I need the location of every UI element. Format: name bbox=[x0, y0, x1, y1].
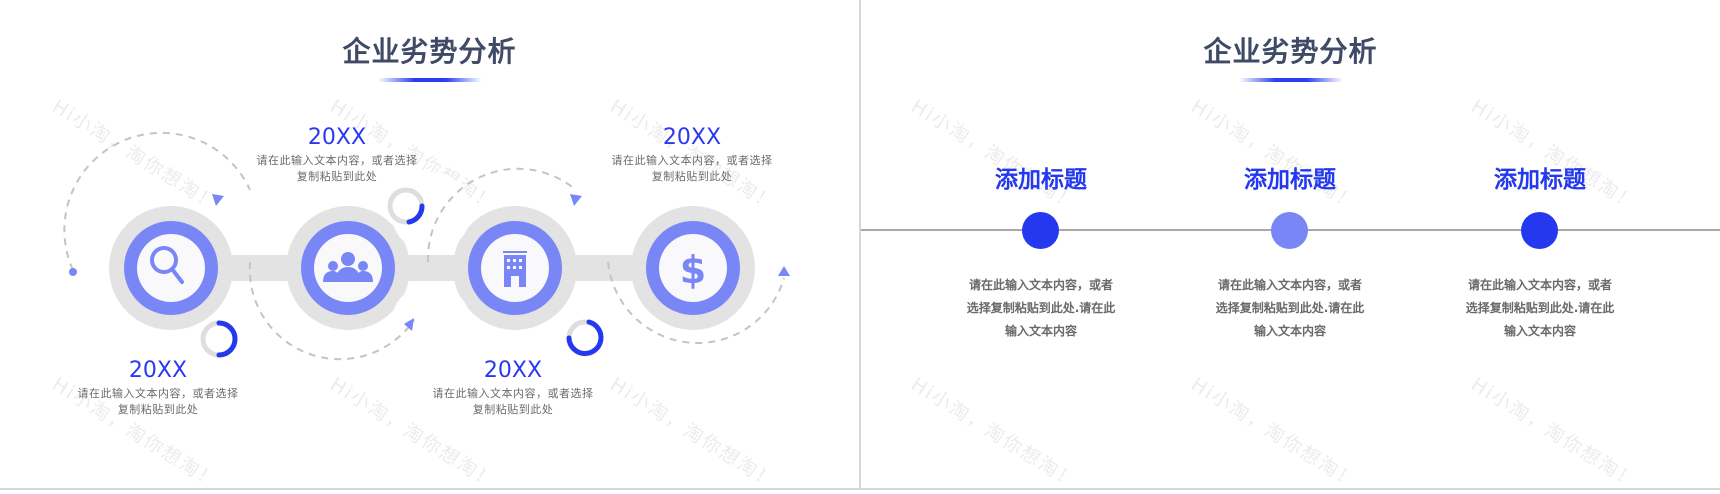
timeline-dot bbox=[1271, 212, 1308, 249]
item-description: 请在此输入文本内容，或者选择复制粘贴到此处.请在此输入文本内容 bbox=[1215, 278, 1365, 338]
step-description: 请在此输入文本内容，或者选择复制粘贴到此处 bbox=[432, 387, 594, 416]
step-year: 20XX bbox=[483, 358, 543, 383]
arrow-icon bbox=[212, 194, 224, 206]
item-heading: 添加标题 bbox=[1494, 167, 1586, 193]
slide-divider bbox=[859, 0, 861, 490]
bottom-border bbox=[0, 488, 1720, 490]
watermark: Hi小淘，淘你想淘！ bbox=[1187, 373, 1362, 494]
title-underline bbox=[1239, 78, 1343, 82]
arrow-icon bbox=[570, 194, 582, 206]
timeline-dot bbox=[1022, 212, 1059, 249]
item-heading: 添加标题 bbox=[1244, 167, 1336, 193]
right-slide: Hi小淘，淘你想淘！ Hi小淘，淘你想淘！ Hi小淘，淘你想淘！ Hi小淘，淘你… bbox=[861, 0, 1720, 494]
dashed-arc bbox=[63, 131, 251, 271]
title-underline bbox=[378, 78, 482, 82]
step-description: 请在此输入文本内容，或者选择复制粘贴到此处 bbox=[77, 387, 239, 416]
step-description: 请在此输入文本内容，或者选择复制粘贴到此处 bbox=[256, 154, 418, 183]
step-year: 20XX bbox=[662, 125, 722, 150]
watermark: Hi小淘，淘你想淘！ bbox=[1467, 95, 1642, 216]
dashed-arc bbox=[248, 261, 415, 361]
watermark: Hi小淘，淘你想淘！ bbox=[1187, 95, 1362, 216]
start-dot bbox=[69, 268, 77, 276]
building-icon bbox=[503, 251, 527, 287]
left-slide: Hi小淘，淘你想淘！ Hi小淘，淘你想淘！ Hi小淘，淘你想淘！ Hi小淘，淘你… bbox=[0, 0, 859, 494]
timeline-dot bbox=[1521, 212, 1558, 249]
watermark: Hi小淘，淘你想淘！ bbox=[907, 373, 1082, 494]
arrow-icon bbox=[404, 318, 414, 331]
item-description: 请在此输入文本内容，或者选择复制粘贴到此处.请在此输入文本内容 bbox=[1465, 278, 1615, 338]
dollar-icon: $ bbox=[680, 248, 706, 292]
svg-text:$: $ bbox=[680, 248, 706, 292]
step-year: 20XX bbox=[128, 358, 188, 383]
item-description: 请在此输入文本内容，或者选择复制粘贴到此处.请在此输入文本内容 bbox=[966, 278, 1116, 338]
arrow-icon bbox=[778, 266, 790, 276]
process-flow-graphic: $ bbox=[63, 131, 790, 364]
watermark: Hi小淘，淘你想淘！ bbox=[907, 95, 1082, 216]
slide-title: 企业劣势分析 bbox=[1203, 35, 1378, 68]
slide-title: 企业劣势分析 bbox=[342, 35, 517, 68]
users-icon bbox=[323, 252, 373, 282]
watermark: Hi小淘，淘你想淘！ bbox=[1467, 373, 1642, 494]
step-description: 请在此输入文本内容，或者选择复制粘贴到此处 bbox=[611, 154, 773, 183]
item-heading: 添加标题 bbox=[995, 167, 1087, 193]
step-year: 20XX bbox=[307, 125, 367, 150]
search-icon bbox=[150, 246, 184, 284]
